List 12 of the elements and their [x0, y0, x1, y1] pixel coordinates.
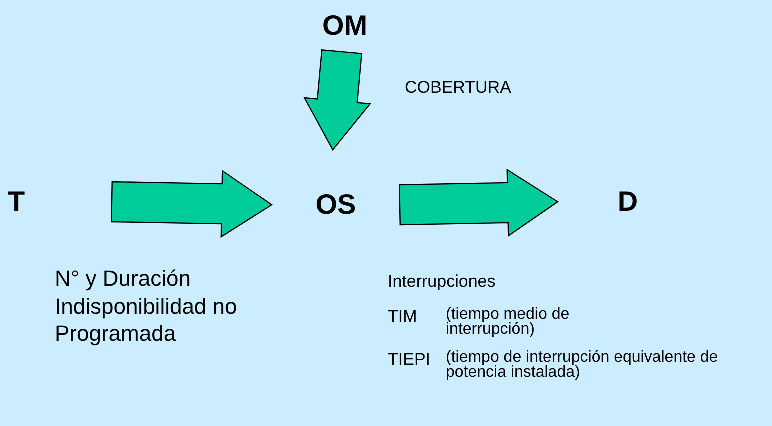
block-arrow: [304, 50, 372, 152]
node-label: OS: [316, 189, 356, 221]
node-label: D: [618, 186, 638, 218]
annotation-text: Interrupciones: [388, 272, 497, 292]
node-label: T: [8, 186, 26, 218]
annotation-text: TIEPI: [388, 350, 432, 370]
annotation-text: (tiempo medio de interrupción): [446, 307, 571, 338]
block-arrow: [399, 168, 560, 238]
node-label: OM: [322, 10, 368, 42]
annotation-text: (tiempo de interrupción equivalente de potencia instalada): [446, 350, 720, 380]
annotation-text: TIM: [388, 307, 418, 328]
block-arrow: [111, 170, 274, 238]
